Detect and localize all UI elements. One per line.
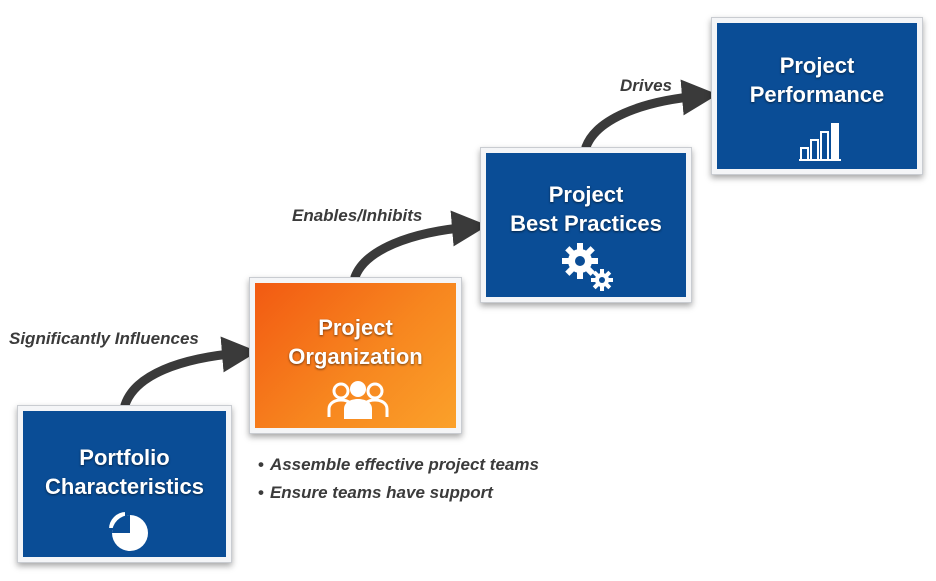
title-line: Project <box>548 182 624 207</box>
organization-bullet-list: •Assemble effective project teams •Ensur… <box>258 451 539 507</box>
box-title: Project Performance <box>750 51 885 109</box>
title-line: Project <box>779 53 855 78</box>
bullet-text: Assemble effective project teams <box>269 455 539 474</box>
box-title: Project Organization <box>288 313 422 371</box>
box-project-performance: Project Performance <box>711 17 923 175</box>
title-line: Characteristics <box>45 474 204 499</box>
box-portfolio-characteristics: Portfolio Characteristics <box>17 405 232 563</box>
box-title: Project Best Practices <box>510 180 662 238</box>
title-line: Project <box>318 315 393 340</box>
bar-chart-icon <box>799 123 841 161</box>
bullet-item: •Assemble effective project teams <box>258 455 539 474</box>
label-enables-inhibits: Enables/Inhibits <box>292 206 423 225</box>
pie-chart-icon <box>106 509 148 551</box>
bullet-text: Ensure teams have support <box>269 483 493 502</box>
arrow-influences <box>120 336 258 410</box>
label-drives: Drives <box>620 76 672 95</box>
arrow-enables <box>350 210 488 282</box>
people-icon <box>327 381 389 419</box>
title-line: Best Practices <box>510 211 662 236</box>
title-line: Organization <box>288 344 423 369</box>
title-line: Performance <box>749 82 885 107</box>
box-project-best-practices: Project Best Practices <box>480 147 692 303</box>
box-title: Portfolio Characteristics <box>45 443 204 501</box>
gears-icon <box>562 243 613 291</box>
arrow-drives <box>581 79 718 152</box>
title-line: Portfolio <box>79 445 170 470</box>
bullet-item: •Ensure teams have support <box>258 483 493 502</box>
box-project-organization: Project Organization <box>249 277 462 434</box>
label-significantly-influences: Significantly Influences <box>9 329 199 348</box>
